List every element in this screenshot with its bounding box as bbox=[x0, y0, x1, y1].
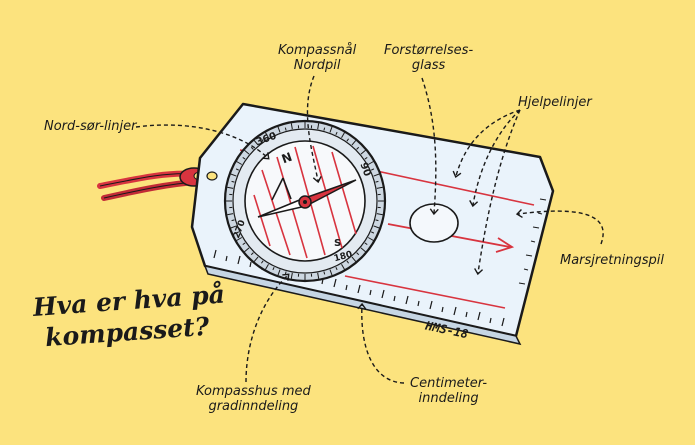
bezel-knurl-mark bbox=[329, 269, 333, 276]
bezel-mark-s: S bbox=[334, 238, 342, 249]
bezel-knurl-mark bbox=[323, 271, 326, 275]
bezel-knurl-mark bbox=[351, 256, 357, 262]
bezel-knurl-mark bbox=[335, 266, 338, 271]
bezel-knurl-mark bbox=[360, 247, 366, 253]
bezel-knurl-mark bbox=[242, 156, 246, 160]
bezel-knurl-mark bbox=[335, 131, 338, 136]
bezel-knurl-mark bbox=[277, 269, 281, 276]
bezel-knurl-mark bbox=[376, 213, 383, 216]
bezel-knurl-mark bbox=[290, 123, 293, 130]
bezel-knurl-mark bbox=[364, 242, 368, 246]
bezel-knurl-mark bbox=[370, 231, 375, 234]
orienting-arrow bbox=[271, 177, 292, 201]
bezel-knurl-mark bbox=[235, 168, 240, 171]
bezel-knurl-mark bbox=[356, 146, 360, 150]
bezel-knurl-mark bbox=[367, 161, 374, 165]
bezel-knurl-mark bbox=[253, 140, 259, 146]
bezel-knurl-mark bbox=[323, 127, 326, 131]
label-centimeterinndeling: Centimeter- inndeling bbox=[410, 376, 488, 406]
bezel-knurl-mark bbox=[242, 242, 246, 246]
bezel-knurl-mark bbox=[272, 266, 275, 271]
bezel-knurl-mark bbox=[341, 132, 345, 139]
bezel-knurl-mark bbox=[317, 272, 320, 279]
bezel-knurl-mark bbox=[370, 168, 375, 171]
bezel-knurl-mark bbox=[360, 149, 366, 155]
bezel-knurl-mark bbox=[236, 161, 243, 165]
bezel-knurl-mark bbox=[236, 237, 243, 241]
bezel-knurl-mark bbox=[284, 127, 287, 131]
bezel-knurl-mark bbox=[356, 252, 360, 256]
bezel-knurl-mark bbox=[227, 213, 234, 216]
bezel-knurl-mark bbox=[290, 272, 293, 279]
bezel-knurl-mark bbox=[317, 123, 320, 130]
bezel-knurl-mark bbox=[346, 260, 350, 264]
bezel-knurl-mark bbox=[375, 180, 379, 183]
bezel-knurl-mark bbox=[230, 173, 237, 177]
bezel-knurl-mark bbox=[329, 126, 333, 133]
label-kompassnal: Kompassnål Nordpil bbox=[278, 43, 357, 73]
label-nord-sor-linjer: Nord-sør-linjer bbox=[44, 119, 137, 134]
bezel-knurl-mark bbox=[341, 263, 345, 270]
bezel-knurl-mark bbox=[253, 256, 259, 262]
bezel-knurl-mark bbox=[367, 237, 374, 241]
bezel-knurl-mark bbox=[364, 156, 368, 160]
label-kompasshus: Kompasshus med gradinndeling bbox=[196, 384, 311, 414]
bezel-knurl-mark bbox=[373, 173, 380, 177]
bezel-knurl-mark bbox=[250, 252, 254, 256]
bezel-knurl-mark bbox=[260, 138, 264, 142]
bezel-knurl-mark bbox=[244, 247, 250, 253]
label-hjelpelinjer: Hjelpelinjer bbox=[518, 95, 592, 110]
label-forstorrelsesglass: Forstørrelses- glass bbox=[384, 43, 474, 73]
leader-arrows bbox=[135, 75, 604, 384]
bezel-knurl-mark bbox=[272, 131, 275, 136]
lanyard-cord bbox=[97, 167, 209, 201]
bezel-knurl-mark bbox=[244, 149, 250, 155]
compass-needle bbox=[257, 179, 357, 218]
bezel-knurl-mark bbox=[231, 219, 235, 222]
bezel-knurl-mark bbox=[351, 140, 357, 146]
bezel-knurl-mark bbox=[235, 231, 240, 234]
bezel-knurl-mark bbox=[376, 186, 383, 189]
bezel-knurl-mark bbox=[373, 225, 380, 229]
bezel-knurl-mark bbox=[346, 138, 350, 142]
bezel-knurl-mark bbox=[265, 132, 269, 139]
bezel-knurl-mark bbox=[230, 225, 237, 229]
bezel-knurl-mark bbox=[277, 126, 281, 133]
bezel-knurl-mark bbox=[265, 263, 269, 270]
bezel-knurl-mark bbox=[260, 260, 264, 264]
bezel-knurl-mark bbox=[231, 180, 235, 183]
label-marsjretningspil: Marsjretningspil bbox=[560, 253, 664, 268]
bezel-knurl-mark bbox=[375, 219, 379, 222]
bezel-knurl-mark bbox=[227, 186, 234, 189]
bezel-knurl-mark bbox=[250, 146, 254, 150]
